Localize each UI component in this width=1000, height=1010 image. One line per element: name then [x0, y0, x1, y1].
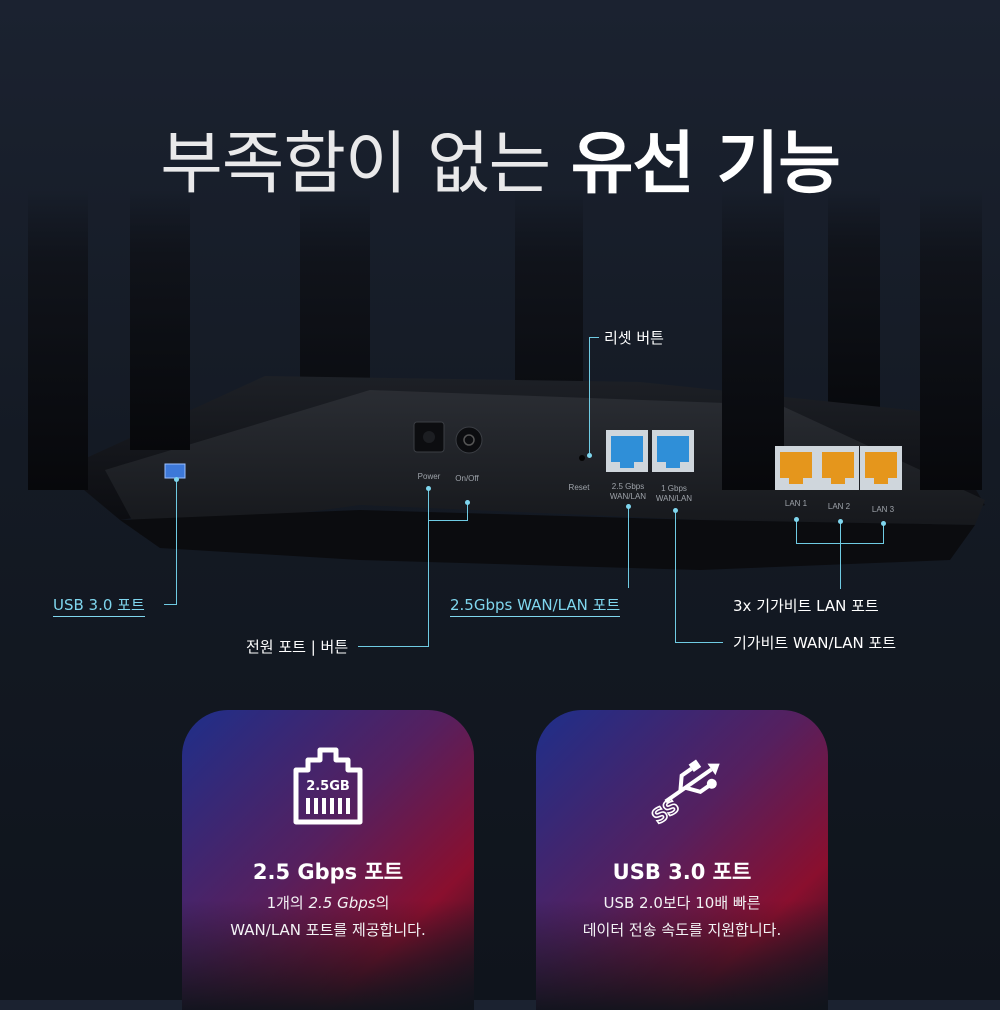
ethernet-2-5gb-icon: 2.5GB	[293, 747, 363, 825]
antenna	[130, 190, 190, 450]
card-title: USB 3.0 포트	[612, 860, 752, 884]
callout-lan: 3x 기가비트 LAN 포트	[733, 597, 879, 615]
antenna	[920, 190, 982, 490]
label-wan25-b: WAN/LAN	[610, 492, 646, 501]
label-wan25-a: 2.5 Gbps	[612, 482, 644, 491]
label-lan1: LAN 1	[785, 499, 808, 508]
label-lan3: LAN 3	[872, 505, 895, 514]
label-power: Power	[418, 472, 441, 481]
icon-text-2-5gb: 2.5GB	[306, 779, 350, 794]
callout-usb-port: USB 3.0 포트	[53, 594, 145, 617]
label-wan1-a: 1 Gbps	[661, 484, 687, 493]
antenna	[828, 190, 880, 430]
card-title: 2.5 Gbps 포트	[252, 860, 404, 884]
feature-card-usb3: SS USB 3.0 포트 USB 2.0보다 10배 빠른 데이터 전송 속도…	[536, 710, 828, 1010]
page-headline: 부족함이 없는 유선 기능	[0, 108, 1000, 207]
callout-reset-button: 리셋 버튼	[604, 329, 664, 347]
onoff-button	[455, 426, 483, 454]
antenna	[722, 190, 784, 490]
callout-usb-text: USB 3.0 포트	[53, 596, 145, 617]
feature-card-2-5gbps: 2.5GB 2.5 Gbps 포트 1개의 2.5 Gbps의 WAN/LAN …	[182, 710, 474, 1010]
card-description: USB 2.0보다 10배 빠른 데이터 전송 속도를 지원합니다.	[582, 894, 782, 939]
label-wan1-b: WAN/LAN	[656, 494, 692, 503]
callout-wan1: 기가비트 WAN/LAN 포트	[733, 634, 897, 652]
router-bottom	[120, 510, 975, 570]
usb-port	[164, 463, 186, 479]
callout-wan25: 2.5Gbps WAN/LAN 포트	[450, 594, 621, 617]
antenna	[28, 190, 88, 490]
label-reset: Reset	[569, 483, 591, 492]
callout-wan25-text: 2.5Gbps WAN/LAN 포트	[450, 596, 621, 617]
label-lan2: LAN 2	[828, 502, 851, 511]
card-description: 1개의 2.5 Gbps의 WAN/LAN 포트를 제공합니다.	[230, 894, 426, 939]
icon-text-ss: SS	[647, 793, 684, 829]
label-onoff: On/Off	[455, 474, 479, 483]
usb-superspeed-icon: SS	[646, 759, 720, 830]
headline-bold: 유선 기능	[570, 125, 841, 204]
reset-hole	[579, 455, 585, 461]
callout-power: 전원 포트 | 버튼	[246, 638, 349, 656]
